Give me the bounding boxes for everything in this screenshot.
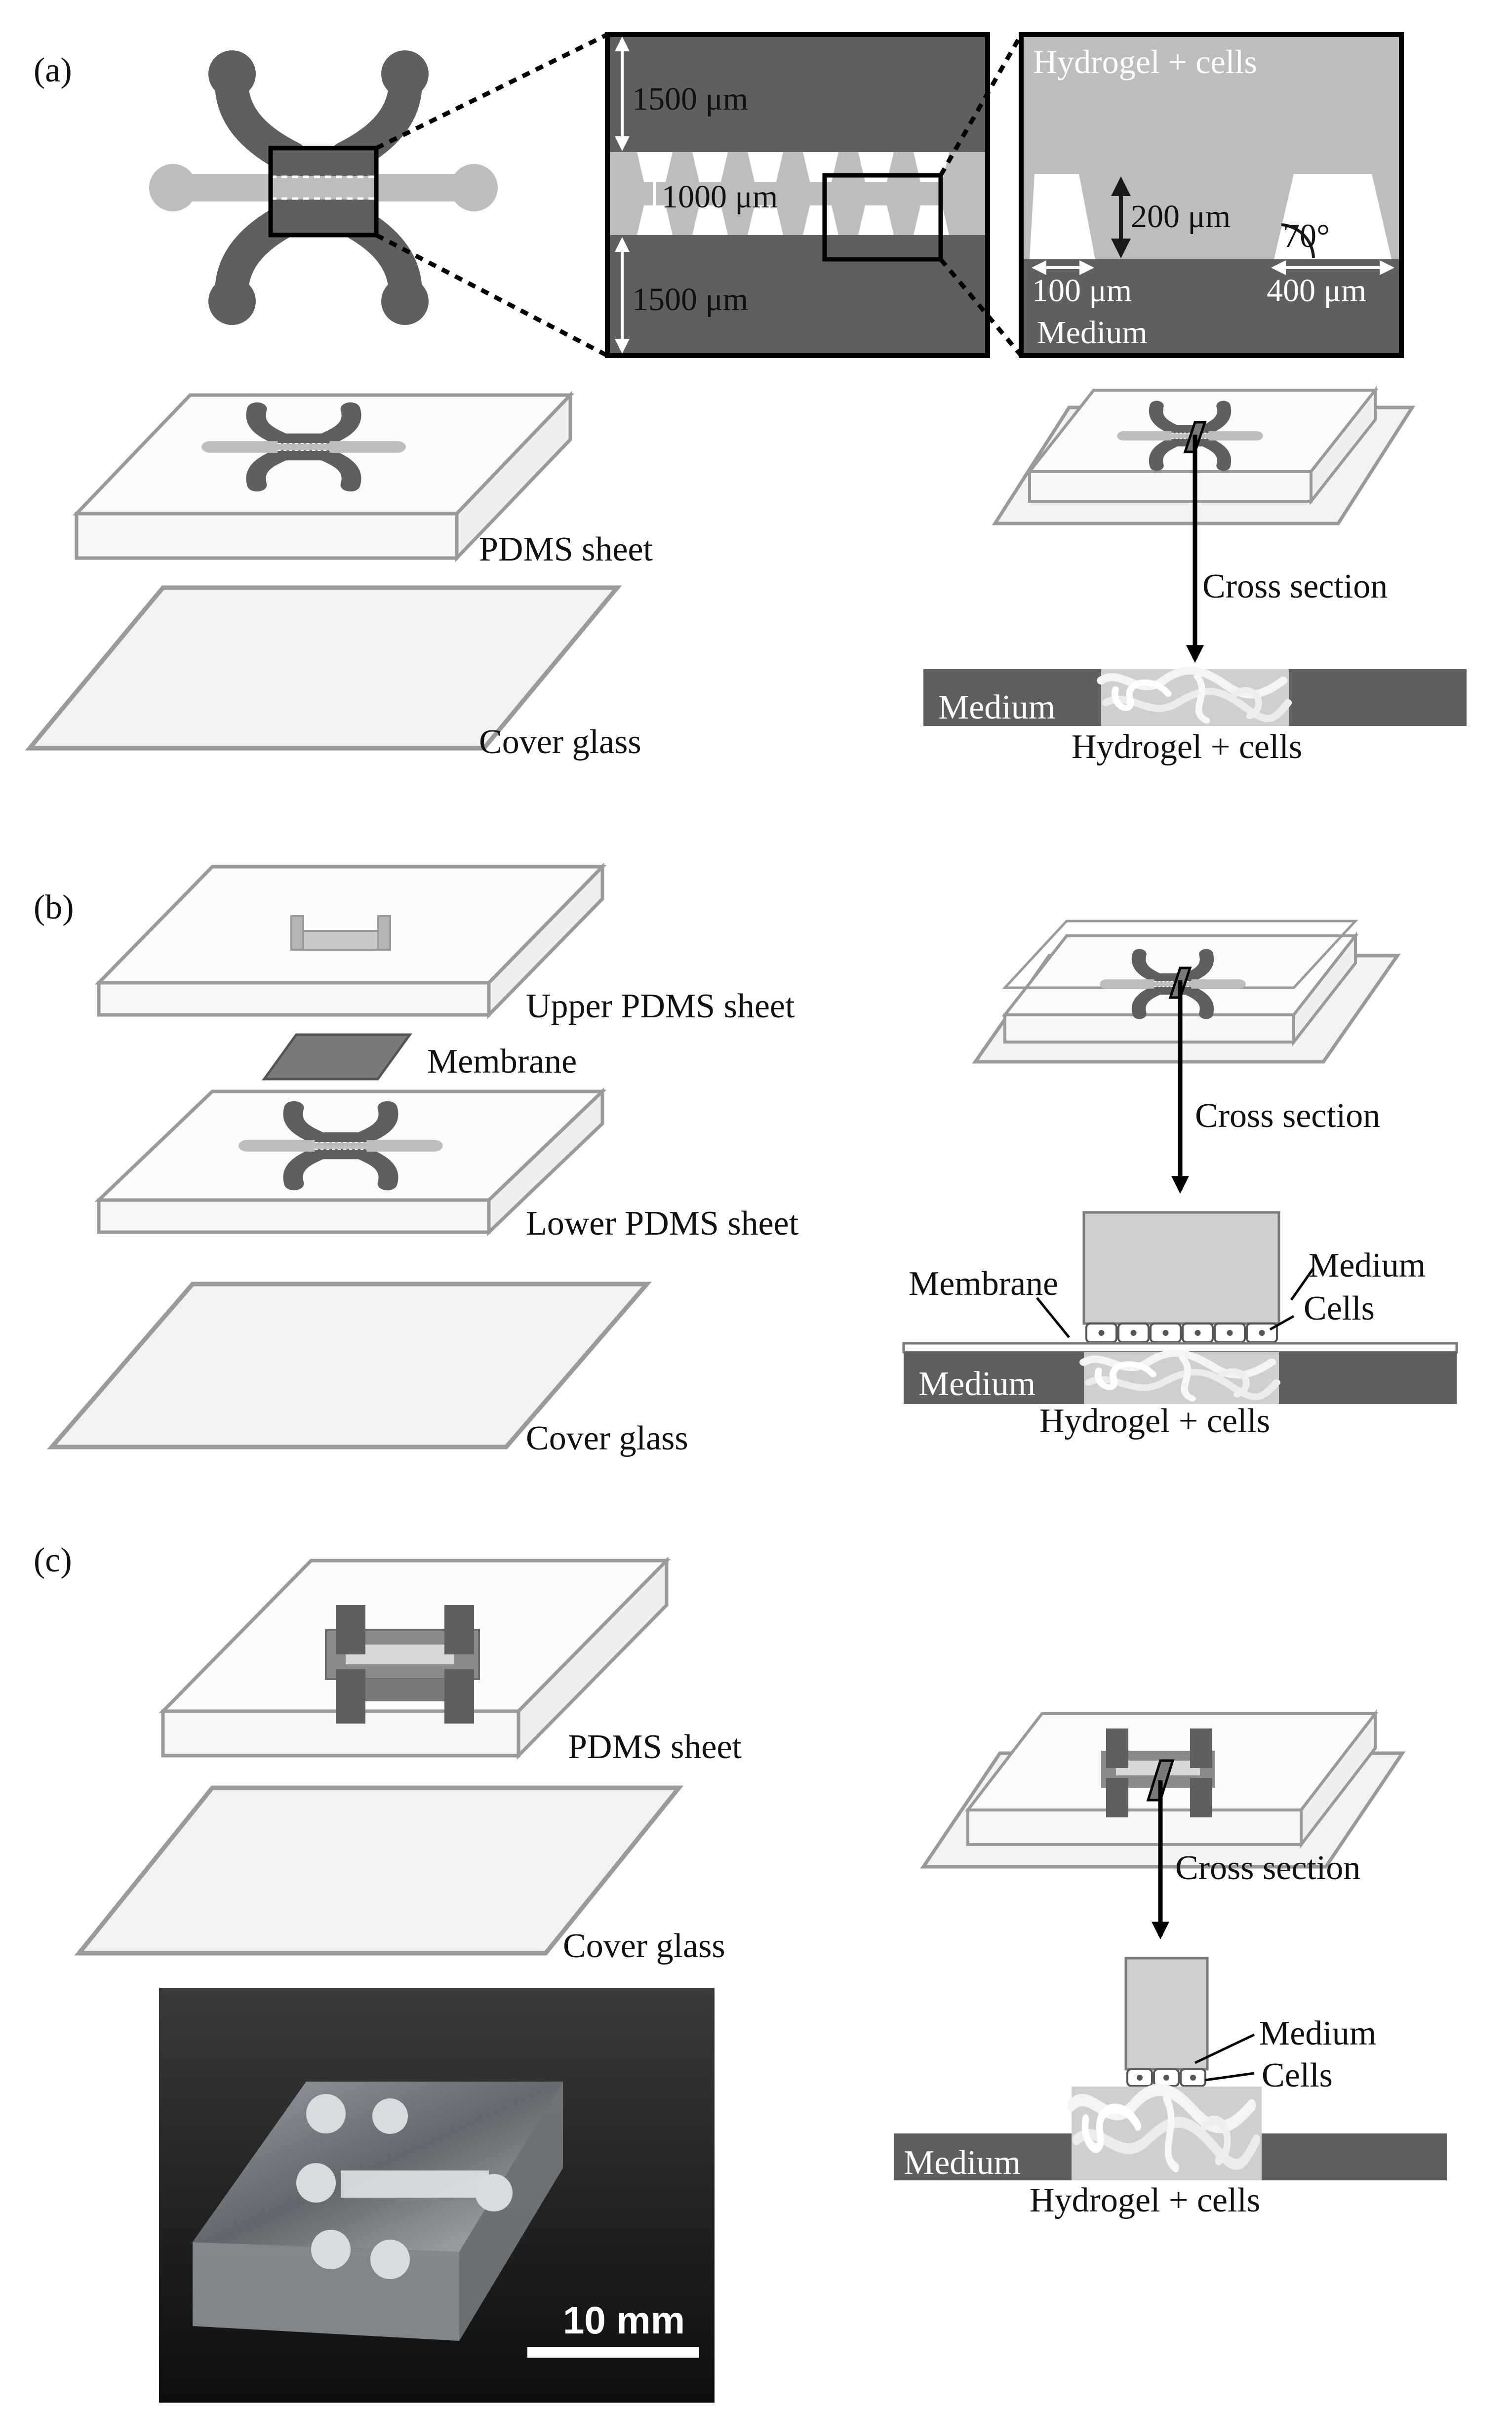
assembled-device-a: [992, 386, 1416, 525]
panel-b-tag: (b): [34, 888, 74, 926]
pillar-gap-top: [748, 152, 783, 182]
cover-glass-label-b: Cover glass: [526, 1419, 688, 1457]
cross-section-cells-label-c: Cells: [1262, 2056, 1333, 2094]
membrane-sheet: [262, 1033, 412, 1081]
device-photo: 10 mm: [159, 1988, 715, 2403]
pillar-gap-bottom: [692, 205, 728, 235]
width-label-middle: 1000 μm: [662, 179, 778, 215]
pillar-gap-bottom: [803, 205, 838, 235]
cell-nucleus: [1162, 1330, 1169, 1336]
scale-bar-label: 10 mm: [563, 2298, 685, 2342]
cross-section-medium-lower-label-b: Medium: [918, 1365, 1035, 1403]
channel-zoom-view: 1500 μm 1000 μm 1500 μm: [605, 32, 990, 358]
scale-bar: [527, 2347, 699, 2358]
width-label-top: 1500 μm: [632, 81, 748, 117]
cell-nucleus: [1130, 1330, 1137, 1336]
cell-nucleus: [1190, 2075, 1196, 2081]
pillar-gap-bottom: [748, 205, 783, 235]
cross-section-medium-lower-label-c: Medium: [904, 2144, 1021, 2182]
lower-pdms-label: Lower PDMS sheet: [526, 1205, 799, 1243]
cross-section-medium-label-a: Medium: [938, 688, 1055, 726]
zoom-top-label: Hydrogel + cells: [1033, 43, 1257, 80]
pdms-sheet-c: [159, 1556, 671, 1760]
cross-section-hydrogel-label-c: Hydrogel + cells: [1030, 2181, 1260, 2219]
cross-section-c: Medium: [894, 1957, 1447, 2182]
cross-section-hydrogel-label-a: Hydrogel + cells: [1072, 728, 1302, 766]
cell-nucleus: [1194, 1330, 1201, 1336]
width-label-bottom: 1500 μm: [632, 281, 748, 318]
pillar-gap-top: [692, 152, 728, 182]
pdms-sheet-label-c: PDMS sheet: [568, 1728, 742, 1766]
zoom-bottom-label: Medium: [1037, 315, 1148, 351]
cover-glass-c: [74, 1785, 684, 1956]
cover-glass-label-c: Cover glass: [563, 1927, 725, 1965]
height-label: 200 μm: [1131, 199, 1231, 235]
detail-region-box: [822, 173, 943, 262]
upper-pdms-sheet: [94, 862, 607, 1019]
cell-nucleus: [1163, 2075, 1169, 2081]
cross-section-label-c: Cross section: [1175, 1849, 1360, 1887]
cross-section-hydrogel-label-b: Hydrogel + cells: [1039, 1402, 1270, 1440]
cover-glass-a: [25, 585, 622, 751]
pdms-sheet-label: PDMS sheet: [479, 530, 653, 568]
membrane-label: Membrane: [427, 1043, 577, 1081]
cross-section-cells-label-b: Cells: [1304, 1289, 1375, 1327]
cell-nucleus: [1227, 1330, 1233, 1336]
cross-section-b: Medium: [902, 1211, 1458, 1404]
assembled-device-c: [920, 1709, 1406, 1869]
cross-section-a: Medium: [923, 669, 1467, 726]
panel-a-tag: (a): [34, 51, 72, 89]
panel-c-tag: (c): [34, 1541, 72, 1579]
upper-pdms-label: Upper PDMS sheet: [526, 987, 795, 1025]
panel-a: (a): [25, 32, 1467, 766]
cell-nucleus: [1137, 2075, 1143, 2081]
cover-glass-label: Cover glass: [479, 723, 641, 761]
pillar-gap-bottom: [858, 205, 894, 235]
angle-label: 70°: [1283, 217, 1330, 254]
pillar-detail-view: Hydrogel + cells 200 μm 70° 100 μm 400 μ…: [1019, 32, 1404, 358]
cross-section-medium-upper-label-b: Medium: [1309, 1246, 1426, 1285]
cross-section-membrane-label-b: Membrane: [909, 1265, 1058, 1303]
cross-section-label-a: Cross section: [1202, 567, 1388, 605]
pillar-label: 400 μm: [1267, 273, 1366, 309]
gap-label: 100 μm: [1032, 273, 1132, 309]
cover-glass-b: [47, 1282, 652, 1449]
zoom-region-box: [268, 146, 379, 238]
cross-section-medium-upper-label-c: Medium: [1259, 2014, 1376, 2052]
lower-pdms-sheet: [94, 1087, 607, 1237]
pdms-sheet-a: [72, 391, 575, 563]
cell-nucleus: [1098, 1330, 1105, 1336]
panel-b: (b) Upper PDMS sheet Membrane Lower PDMS…: [34, 862, 1458, 1457]
panel-c: (c) PDMS sheet Cover glass: [34, 1541, 1447, 2403]
chip-top-view: [149, 50, 498, 325]
cell-nucleus: [1259, 1330, 1265, 1336]
assembled-device-b: [972, 920, 1401, 1064]
cross-section-label-b: Cross section: [1195, 1097, 1380, 1135]
